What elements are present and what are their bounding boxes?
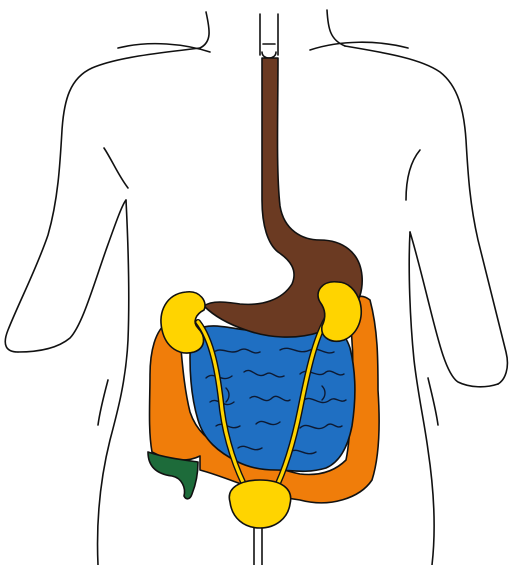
left-chest-line — [104, 148, 128, 188]
neck-right — [327, 10, 345, 46]
trachea-tube — [260, 14, 278, 58]
left-torso-side — [98, 200, 129, 565]
right-kidney — [318, 282, 361, 341]
bladder — [229, 480, 290, 528]
right-arm-inner — [410, 232, 498, 387]
right-hip-line — [428, 378, 438, 425]
left-hip-line — [98, 380, 108, 425]
urethra — [254, 528, 262, 565]
right-chest-line — [406, 150, 420, 200]
left-clavicle — [118, 44, 210, 52]
left-arm-inner — [18, 200, 126, 352]
right-torso-side — [409, 232, 434, 565]
neck-left — [200, 12, 209, 48]
